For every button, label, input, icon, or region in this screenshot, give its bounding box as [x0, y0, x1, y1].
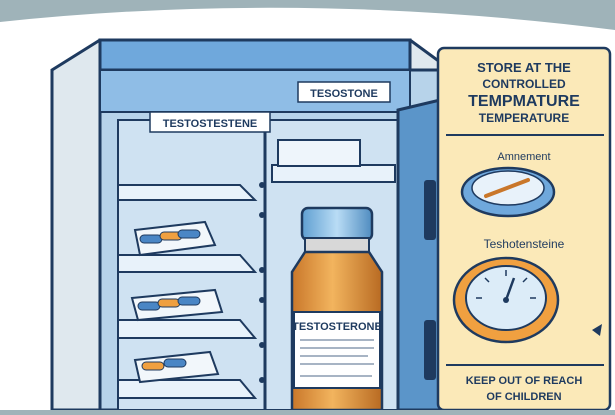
- label-text: TESOSTONE: [310, 88, 378, 100]
- shelves: [117, 164, 396, 399]
- capsule-icon: [139, 229, 201, 244]
- capsule-tray-middle: [130, 288, 224, 322]
- info-panel: STORE AT THE CONTROLLED TEMPMATURE TEMPE…: [436, 46, 612, 412]
- dial-thermometer-icon: [460, 166, 556, 218]
- panel-title-line2: CONTROLLED: [482, 77, 566, 91]
- warning-line1: KEEP OUT OF REACH: [466, 375, 583, 387]
- pressure-gauge-icon: [452, 256, 560, 344]
- vial-icon: TESTOSTERONE: [290, 206, 384, 412]
- warning-line2: OF CHILDREN: [486, 391, 561, 403]
- panel-title-line3: TEMPMATURE: [468, 93, 580, 110]
- vial-label: TESTOSTERONE: [292, 321, 382, 333]
- storage-box: [277, 139, 361, 167]
- thermometer-caption: Amnement: [497, 151, 550, 163]
- shelf-label-left: TESTOSTESTENE: [149, 111, 271, 133]
- capsule-tray-top: [133, 220, 217, 257]
- shelf-label-right: TESOSTONE: [297, 81, 391, 103]
- panel-title-line1: STORE AT THE: [477, 60, 571, 75]
- capsule-tray-bottom: [133, 350, 220, 384]
- gauge-caption: Teshotensteine: [484, 237, 565, 251]
- panel-title-line4: TEMPERATURE: [479, 111, 569, 125]
- label-text: TESTOSTESTENE: [163, 118, 258, 130]
